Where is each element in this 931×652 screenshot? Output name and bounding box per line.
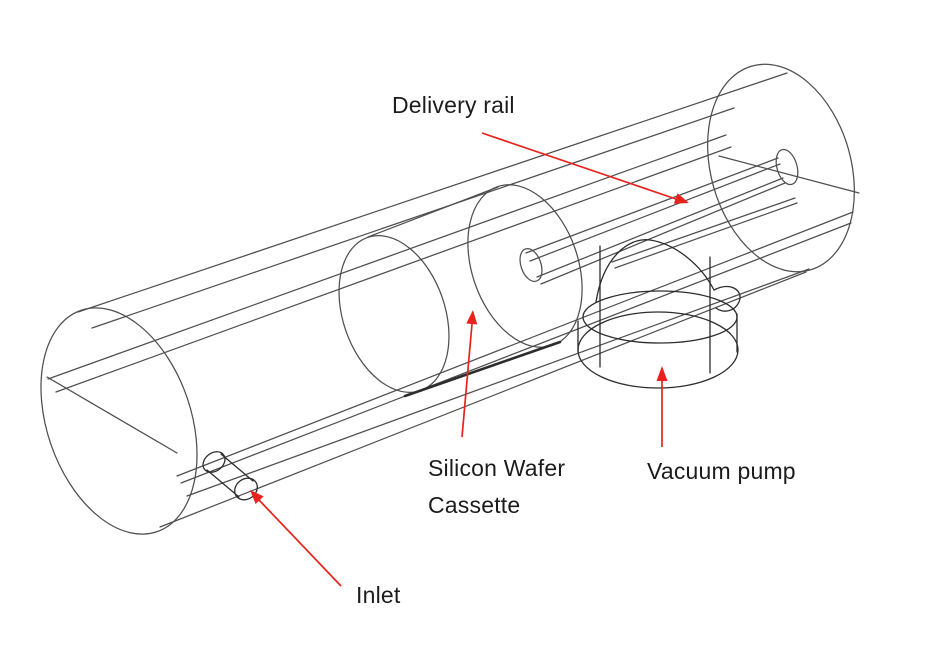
- cassette-arrow-head: [466, 310, 478, 325]
- label-vacuum-pump: Vacuum pump: [647, 458, 796, 484]
- vacuum-pump-arrow-head: [656, 366, 668, 381]
- label-silicon-wafer-line1: Silicon Wafer: [428, 455, 566, 481]
- rail-edge-1: [525, 157, 779, 254]
- vacuum-pump-arrow: [656, 366, 668, 447]
- delivery-rail: [519, 148, 799, 285]
- tube-top-inner-edge: [91, 107, 735, 329]
- vacuum-chamber-tube: [40, 63, 860, 535]
- inlet-side-2: [220, 453, 254, 482]
- silicon-wafer-cassette: [338, 184, 583, 398]
- tube-upper-chord-a: [47, 134, 727, 380]
- rail-edge-5: [611, 197, 796, 263]
- delivery-rail-arrow: [481, 132, 689, 204]
- tube-front-chord-b: [180, 222, 852, 484]
- rail-edge-2: [529, 163, 781, 262]
- rail-edge-4: [540, 182, 786, 285]
- inlet-arrow: [250, 490, 342, 587]
- cassette-arrow-shaft: [461, 323, 473, 438]
- vacuum-pump: [577, 239, 741, 389]
- tube-upper-chord-b: [55, 146, 732, 393]
- pump-tube-intersection-dome: [595, 239, 715, 303]
- rail-end-cap: [519, 247, 543, 283]
- tube-front-chord-c: [186, 268, 810, 497]
- inlet-arrow-head: [250, 490, 264, 504]
- label-inlet: Inlet: [356, 582, 401, 608]
- rail-edge-3: [536, 177, 784, 278]
- inlet-lower-cap: [234, 477, 258, 501]
- tube-right-endcap: [707, 63, 855, 273]
- cassette-left-disk: [338, 235, 450, 393]
- label-delivery-rail: Delivery rail: [392, 92, 515, 118]
- right-endcap-diameter-line: [718, 155, 860, 194]
- tube-front-chord-a: [176, 211, 854, 477]
- delivery-rail-arrow-head: [673, 193, 689, 204]
- inlet-arrow-shaft: [258, 499, 342, 587]
- cassette-bottom-edge: [403, 340, 562, 398]
- annotation-arrows: [250, 132, 689, 587]
- inlet-tube: [202, 451, 258, 501]
- tube-top-edge: [77, 72, 788, 313]
- pump-intersection-curl: [713, 285, 741, 312]
- inlet-upper-cap: [202, 451, 226, 473]
- rail-edge-6: [614, 202, 798, 269]
- label-silicon-wafer-line2: Cassette: [428, 492, 521, 518]
- cassette-arrow: [461, 310, 478, 438]
- inlet-side-1: [206, 469, 240, 498]
- pump-top-rim: [582, 290, 738, 344]
- tube-bottom-edge: [159, 271, 807, 528]
- left-endcap-diameter-line: [46, 376, 178, 454]
- delivery-rail-arrow-shaft: [481, 132, 677, 200]
- cassette-top-edge: [367, 186, 499, 238]
- rail-endcap-hole: [775, 148, 799, 186]
- label-silicon-wafer-cassette: Silicon Wafer Cassette: [428, 450, 565, 524]
- pump-bottom-ellipse: [577, 311, 739, 389]
